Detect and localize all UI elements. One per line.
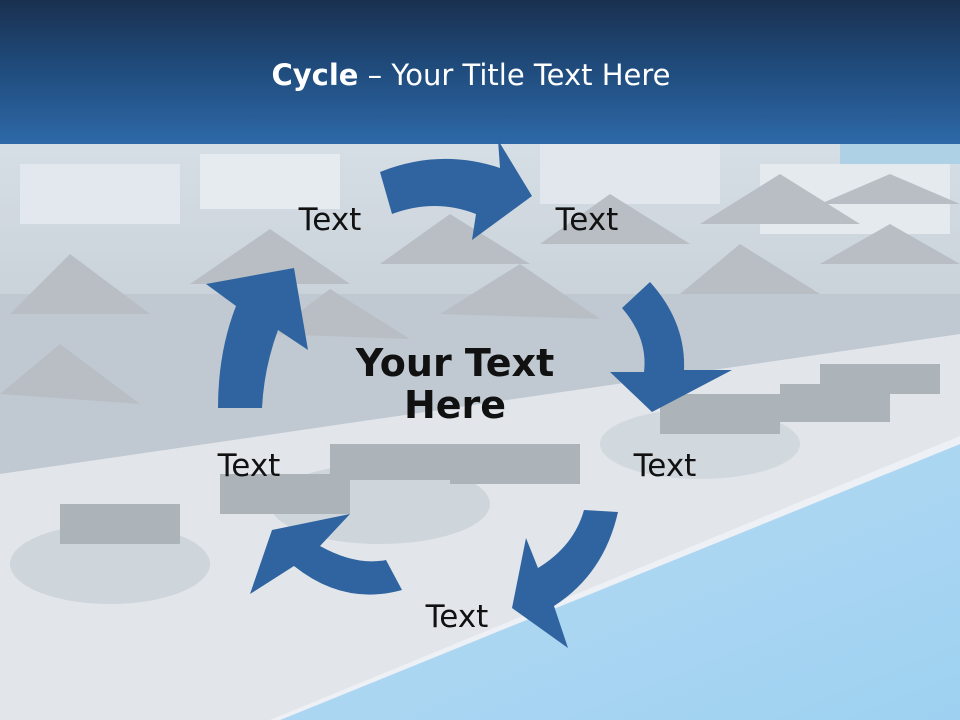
cycle-node-left: Text [217, 448, 281, 484]
center-text: Your Text Here [305, 342, 605, 426]
cycle-node-top-right: Text [555, 202, 619, 238]
cycle-arrow-lower-right [512, 510, 618, 648]
cycle-node-bottom: Text [425, 599, 489, 635]
cycle-arrow-lower-left [206, 268, 308, 408]
center-text-line-1: Your Text [355, 341, 555, 385]
slide-title: Cycle – Your Title Text Here [0, 57, 942, 93]
center-text-line-2: Here [403, 383, 507, 427]
cycle-arrow-upper-right [610, 282, 732, 412]
title-text-part: – Your Title Text Here [358, 58, 671, 92]
title-bold-part: Cycle [271, 58, 359, 92]
title-header-band: Cycle – Your Title Text Here [0, 0, 960, 144]
cycle-node-top-left: Text [298, 202, 362, 238]
cycle-node-right: Text [633, 448, 697, 484]
resort-pool-background-image [0, 144, 960, 720]
cycle-arrow-top [380, 140, 532, 240]
cycle-arrow-bottom [250, 514, 402, 595]
